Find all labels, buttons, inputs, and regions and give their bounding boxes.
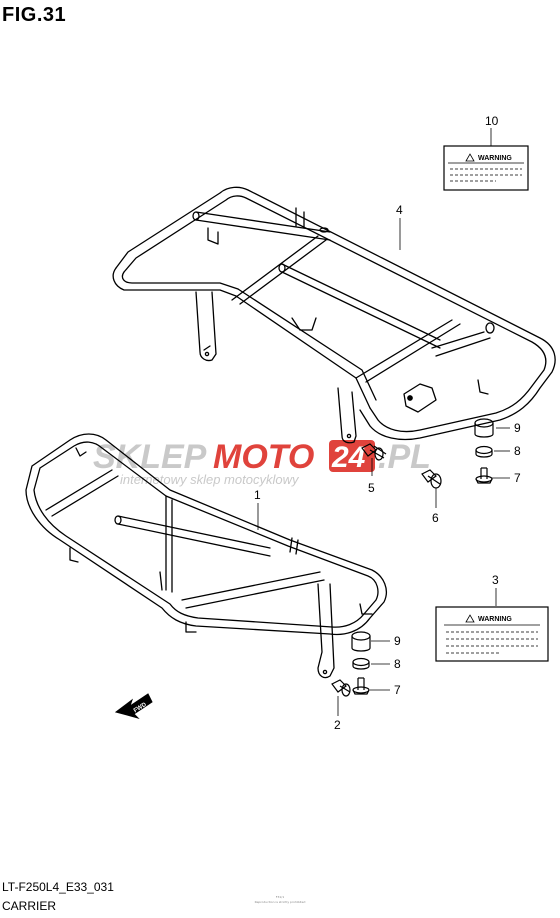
warning-label-10-text: WARNING: [478, 155, 512, 162]
part-8-washer-lower: [352, 657, 370, 670]
callout-10: 10: [485, 114, 499, 128]
part-9-cushion-lower: [351, 631, 371, 652]
forward-direction-arrow: FWD: [114, 693, 153, 719]
watermark-digits: 24: [331, 441, 366, 474]
part-7-screw-upper: [475, 467, 493, 484]
watermark-brand-red: MOTO: [213, 438, 314, 476]
part-5-bolt: [361, 443, 387, 461]
callout-1: 1: [254, 488, 261, 502]
part-4-rear-carrier: [112, 186, 556, 444]
callout-2: 2: [334, 718, 341, 732]
callout-4: 4: [396, 203, 403, 217]
leader-lines: [257, 128, 510, 716]
section-name: CARRIER: [2, 899, 57, 913]
callout-8b: 8: [394, 657, 401, 671]
callout-7b: 7: [394, 683, 401, 697]
part-7-screw-lower: [352, 677, 370, 695]
callouts: 10 4 9 8 7 5 1 6 3 9 8 7 2: [254, 114, 521, 732]
callout-9b: 9: [394, 634, 401, 648]
copyright-line-1: F31/1: [275, 895, 285, 899]
part-1-front-carrier: [25, 433, 387, 679]
callout-7a: 7: [514, 471, 521, 485]
watermark: SKLEP MOTO 24 .PL internetowy sklep moto…: [93, 438, 431, 487]
part-6-flange-bolt: [421, 469, 442, 489]
callout-8a: 8: [514, 444, 521, 458]
part-8-washer-upper: [475, 445, 493, 458]
watermark-suffix: .PL: [378, 438, 431, 476]
callout-3: 3: [492, 573, 499, 587]
callout-5: 5: [368, 481, 375, 495]
copyright-line-2: Reproduction is strictly prohibited: [254, 900, 306, 904]
watermark-tagline: internetowy sklep motocyklowy: [120, 472, 300, 487]
warning-label-3-text: WARNING: [478, 616, 512, 623]
figure-title: FIG.31: [2, 4, 67, 26]
watermark-badge: [329, 440, 375, 472]
part-9-cushion-upper: [474, 418, 494, 438]
part-10-warning-label: WARNING: [443, 145, 529, 191]
part-3-warning-label: WARNING: [435, 606, 549, 662]
callout-9a: 9: [514, 421, 521, 435]
model-code: LT-F250L4_E33_031: [2, 880, 114, 894]
callout-6: 6: [432, 511, 439, 525]
part-2-bolt: [331, 679, 351, 697]
